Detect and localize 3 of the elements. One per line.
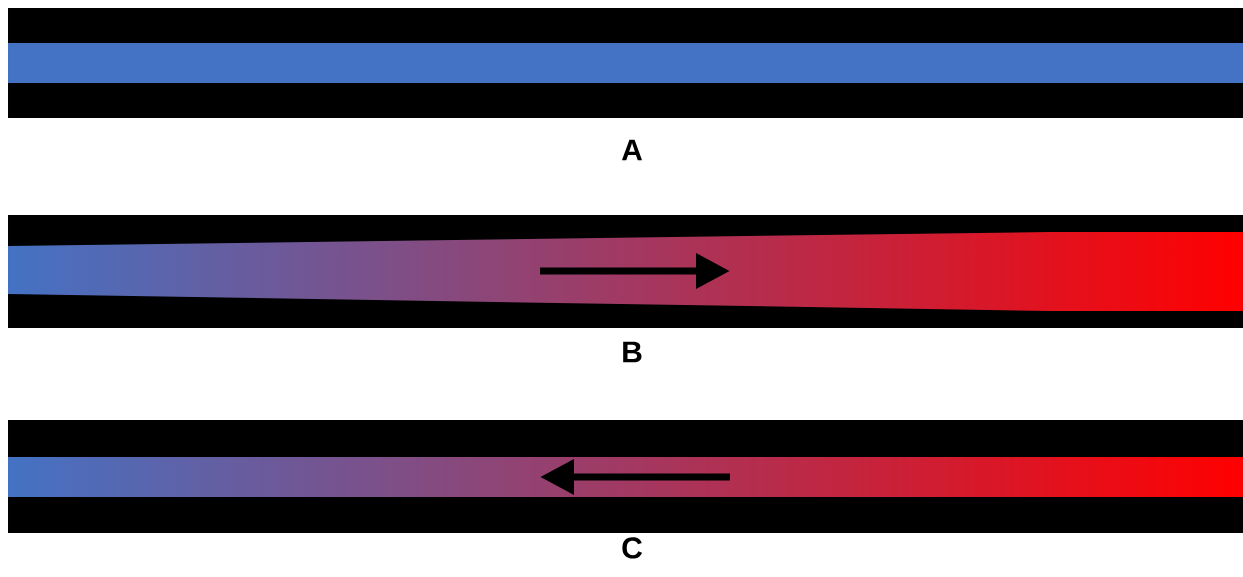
panel-label: C <box>622 537 642 559</box>
panel-label: A <box>621 139 643 161</box>
panel-label: B <box>623 341 642 363</box>
